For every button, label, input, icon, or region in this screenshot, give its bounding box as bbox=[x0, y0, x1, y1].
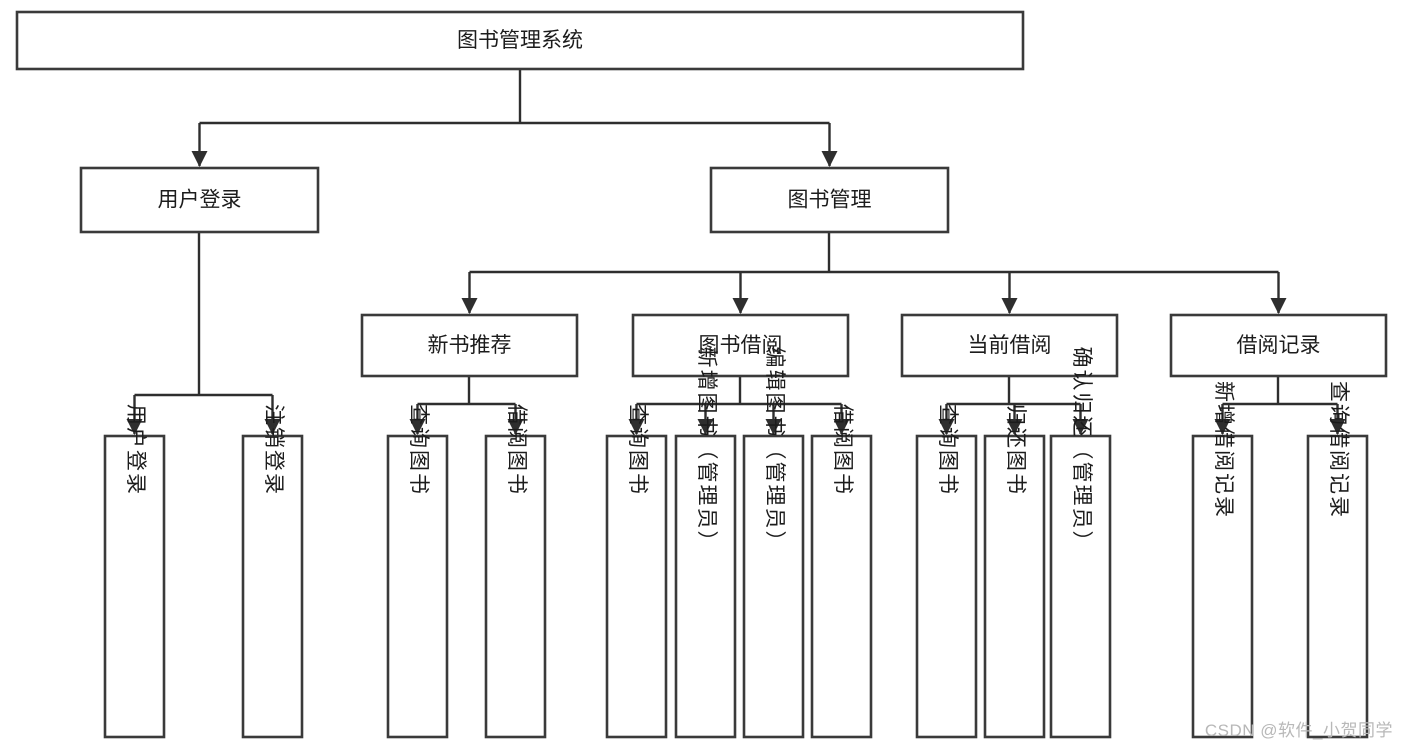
node-book-borrow[interactable]: 图书借阅 bbox=[631, 313, 850, 378]
node-leaf-add-book-admin[interactable]: 新增图书（管理员） bbox=[674, 347, 737, 739]
node-leaf-return-book[interactable]: 归还图书 bbox=[983, 404, 1046, 739]
node-leaf-user-login[interactable]: 用户登录 bbox=[103, 404, 166, 739]
node-current-borrow[interactable]: 当前借阅 bbox=[900, 313, 1119, 378]
arrow-head-icon bbox=[833, 419, 850, 435]
node-leaf-borrow-book-recommend[interactable]: 借阅图书 bbox=[484, 404, 547, 739]
arrow-head-icon bbox=[697, 419, 714, 435]
node-label-leaf-query-book-borrow: 查询图书 bbox=[626, 404, 649, 496]
node-box-leaf-borrow-book bbox=[810, 434, 873, 739]
node-box-leaf-user-login bbox=[103, 434, 166, 739]
node-box-leaf-add-borrow-record bbox=[1191, 434, 1254, 739]
arrow-head-icon bbox=[461, 298, 478, 314]
node-label-leaf-edit-book-admin: 编辑图书（管理员） bbox=[763, 347, 786, 554]
arrow-head-icon bbox=[628, 419, 645, 435]
arrow-head-icon bbox=[409, 419, 426, 435]
node-label-leaf-borrow-book: 借阅图书 bbox=[831, 404, 854, 496]
edge-group-edge-book-management-to-level3 bbox=[461, 232, 1287, 314]
node-leaf-edit-book-admin[interactable]: 编辑图书（管理员） bbox=[742, 347, 805, 739]
node-label-new-book-recommend: 新书推荐 bbox=[428, 334, 512, 357]
arrow-head-icon bbox=[1006, 419, 1023, 435]
node-label-leaf-user-login: 用户登录 bbox=[124, 404, 147, 496]
node-box-current-borrow bbox=[900, 313, 1119, 378]
arrow-head-icon bbox=[938, 419, 955, 435]
arrow-head-icon bbox=[1329, 419, 1346, 435]
arrow-head-icon bbox=[264, 419, 281, 435]
node-box-leaf-query-book-borrow bbox=[605, 434, 668, 739]
node-leaf-logout[interactable]: 注销登录 bbox=[241, 404, 304, 739]
arrow-head-icon bbox=[1072, 419, 1089, 435]
arrow-head-icon bbox=[765, 419, 782, 435]
node-label-leaf-return-book: 归还图书 bbox=[1004, 404, 1027, 496]
node-box-leaf-query-borrow-record bbox=[1306, 434, 1369, 739]
nodes-layer: 用户登录图书管理新书推荐图书借阅当前借阅借阅记录用户登录注销登录查询图书借阅图书… bbox=[15, 10, 1388, 739]
node-box-leaf-query-book-recommend bbox=[386, 434, 449, 739]
node-label-user-login: 用户登录 bbox=[158, 189, 242, 212]
node-label-book-management: 图书管理 bbox=[788, 189, 872, 212]
arrow-head-icon bbox=[1214, 419, 1231, 435]
node-leaf-confirm-return-admin[interactable]: 确认归还（管理员） bbox=[1049, 347, 1112, 739]
node-box-leaf-borrow-book-recommend bbox=[484, 434, 547, 739]
node-label-leaf-query-borrow-record: 查询借阅记录 bbox=[1327, 381, 1350, 519]
node-label-leaf-add-book-admin: 新增图书（管理员） bbox=[695, 347, 718, 554]
node-box-book-management bbox=[709, 166, 950, 234]
edge-group-edge-root-to-level2 bbox=[191, 69, 838, 167]
edges-layer bbox=[126, 69, 1346, 435]
node-user-login[interactable]: 用户登录 bbox=[79, 166, 320, 234]
node-label-leaf-borrow-book-recommend: 借阅图书 bbox=[505, 404, 528, 496]
node-box-root bbox=[15, 10, 1025, 71]
edge-group-edge-user-login-to-leaves bbox=[126, 232, 281, 435]
node-box-leaf-add-book-admin bbox=[674, 434, 737, 739]
node-label-leaf-add-borrow-record: 新增借阅记录 bbox=[1212, 381, 1235, 519]
node-label-leaf-confirm-return-admin: 确认归还（管理员） bbox=[1070, 347, 1093, 554]
node-box-user-login bbox=[79, 166, 320, 234]
node-box-leaf-edit-book-admin bbox=[742, 434, 805, 739]
arrow-head-icon bbox=[191, 151, 208, 167]
node-label-current-borrow: 当前借阅 bbox=[968, 334, 1052, 357]
node-label-borrow-records: 借阅记录 bbox=[1237, 334, 1321, 357]
arrow-head-icon bbox=[1001, 298, 1018, 314]
node-book-management[interactable]: 图书管理 bbox=[709, 166, 950, 234]
node-label-leaf-query-book-current: 查询图书 bbox=[936, 404, 959, 496]
node-new-book-recommend[interactable]: 新书推荐 bbox=[360, 313, 579, 378]
csdn-watermark: CSDN @软件_小贺同学 bbox=[1204, 721, 1393, 740]
node-leaf-add-borrow-record[interactable]: 新增借阅记录 bbox=[1191, 381, 1254, 739]
node-label-book-borrow: 图书借阅 bbox=[699, 334, 783, 357]
node-leaf-borrow-book[interactable]: 借阅图书 bbox=[810, 404, 873, 739]
arrow-head-icon bbox=[507, 419, 524, 435]
node-box-new-book-recommend bbox=[360, 313, 579, 378]
node-leaf-query-book-borrow[interactable]: 查询图书 bbox=[605, 404, 668, 739]
edge-group-edge-current-borrow-to-leaves bbox=[938, 376, 1089, 435]
edge-group-edge-book-borrow-to-leaves bbox=[628, 376, 850, 435]
node-box-leaf-return-book bbox=[983, 434, 1046, 739]
arrow-head-icon bbox=[821, 151, 838, 167]
edge-group-edge-new-book-recommend-to-leaves bbox=[409, 376, 524, 435]
node-box-leaf-confirm-return-admin bbox=[1049, 434, 1112, 739]
node-box-leaf-query-book-current bbox=[915, 434, 978, 739]
edge-group-edge-borrow-records-to-leaves bbox=[1214, 376, 1346, 435]
node-box-leaf-logout bbox=[241, 434, 304, 739]
node-leaf-query-borrow-record[interactable]: 查询借阅记录 bbox=[1306, 381, 1369, 739]
node-borrow-records[interactable]: 借阅记录 bbox=[1169, 313, 1388, 378]
node-box-borrow-records bbox=[1169, 313, 1388, 378]
node-leaf-query-book-current[interactable]: 查询图书 bbox=[915, 404, 978, 739]
arrow-head-icon bbox=[126, 419, 143, 435]
node-label-leaf-query-book-recommend: 查询图书 bbox=[407, 404, 430, 496]
node-leaf-query-book-recommend[interactable]: 查询图书 bbox=[386, 404, 449, 739]
arrow-head-icon bbox=[732, 298, 749, 314]
node-label-leaf-logout: 注销登录 bbox=[262, 404, 285, 496]
node-box-book-borrow bbox=[631, 313, 850, 378]
node-root[interactable]: 图书管理系统 bbox=[15, 10, 1025, 71]
node-label-root: 图书管理系统 bbox=[457, 29, 583, 52]
arrow-head-icon bbox=[1270, 298, 1287, 314]
